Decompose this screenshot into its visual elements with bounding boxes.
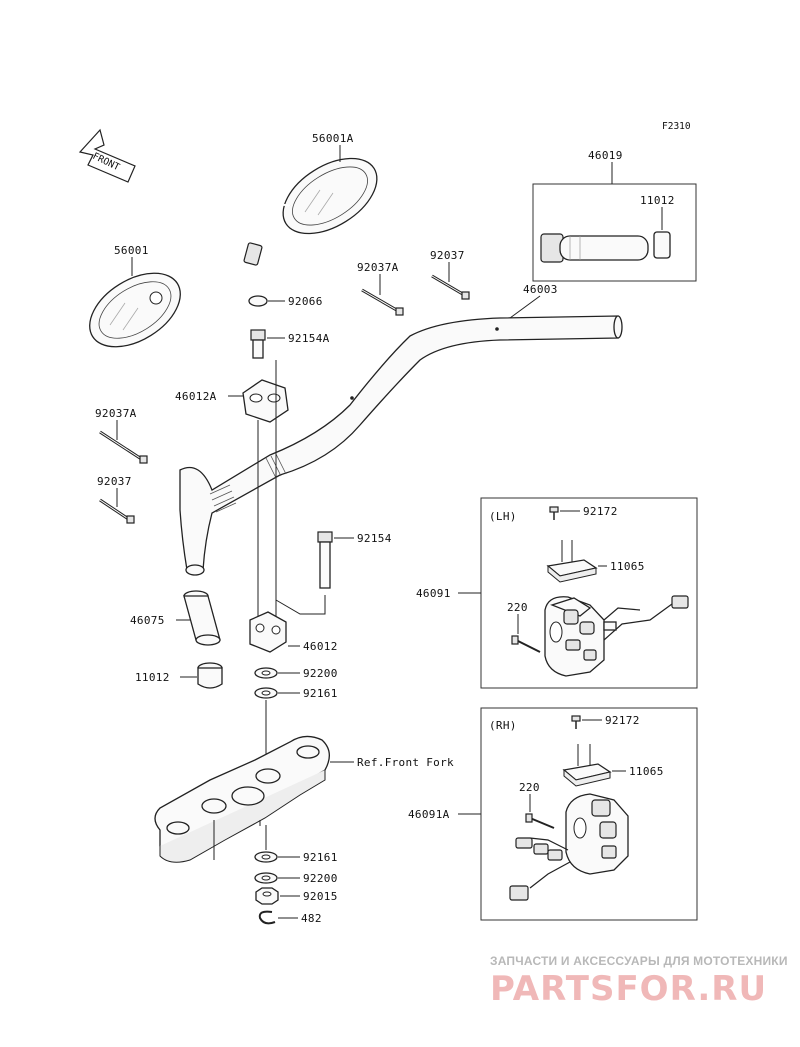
label-46003: 46003 xyxy=(523,283,558,296)
label-11065-rh: 11065 xyxy=(629,765,664,778)
nut-92015 xyxy=(255,887,279,905)
grip-box xyxy=(532,183,697,282)
figure-code: F2310 xyxy=(662,121,691,132)
label-11012-left: 11012 xyxy=(135,671,170,684)
label-92172-rh: 92172 xyxy=(605,714,640,727)
mirror-right xyxy=(243,157,378,266)
screw-92172-rh xyxy=(571,715,581,729)
label-92037-top: 92037 xyxy=(430,249,465,262)
clip-482 xyxy=(258,910,276,925)
screw-220-lh xyxy=(511,635,541,653)
cap-92066 xyxy=(248,295,268,307)
label-92015: 92015 xyxy=(303,890,338,903)
label-92161-a: 92161 xyxy=(303,687,338,700)
watermark-logo: PARTSFOR.RU xyxy=(490,969,767,1009)
label-ref-front-fork: Ref.Front Fork xyxy=(357,756,454,769)
label-92200-b: 92200 xyxy=(303,872,338,885)
bolt-92154A xyxy=(250,329,266,359)
plate-11065-rh xyxy=(562,763,612,787)
label-46012: 46012 xyxy=(303,640,338,653)
bar-end-11012 xyxy=(197,662,223,689)
cable-tie-92037A-left xyxy=(99,430,148,464)
label-92200-a: 92200 xyxy=(303,667,338,680)
label-92037A-left: 92037A xyxy=(95,407,137,420)
label-92154A: 92154A xyxy=(288,332,330,345)
label-56001: 56001 xyxy=(114,244,149,257)
switch-housing-lh xyxy=(544,595,689,677)
switch-housing-rh xyxy=(509,793,629,901)
rh-box-label: (RH) xyxy=(489,719,517,732)
label-92172-lh: 92172 xyxy=(583,505,618,518)
label-482: 482 xyxy=(301,912,322,925)
mirror-left xyxy=(89,272,181,348)
handlebar xyxy=(179,315,623,576)
label-92066: 92066 xyxy=(288,295,323,308)
screw-220-rh xyxy=(525,813,555,829)
label-11012-top: 11012 xyxy=(640,194,675,207)
holder-46012A xyxy=(242,379,289,423)
label-92154: 92154 xyxy=(357,532,392,545)
bolt-92154 xyxy=(317,531,333,589)
screw-92172-lh xyxy=(549,506,559,520)
label-46075: 46075 xyxy=(130,614,165,627)
label-56001A: 56001A xyxy=(312,132,354,145)
cable-tie-92037A-top xyxy=(361,288,404,316)
cable-tie-92037-left xyxy=(99,498,135,524)
label-92037A-top: 92037A xyxy=(357,261,399,274)
label-46019: 46019 xyxy=(588,149,623,162)
label-46091: 46091 xyxy=(416,587,451,600)
throttle-grip xyxy=(540,231,671,263)
grip-46075 xyxy=(183,590,221,646)
label-92161-b: 92161 xyxy=(303,851,338,864)
holder-46012 xyxy=(249,611,287,653)
cable-tie-92037-top xyxy=(431,274,470,300)
label-92037-left: 92037 xyxy=(97,475,132,488)
label-220-rh: 220 xyxy=(519,781,540,794)
label-46091A: 46091A xyxy=(408,808,450,821)
label-11065-lh: 11065 xyxy=(610,560,645,573)
upper-triple-clamp xyxy=(154,735,330,863)
label-220-lh: 220 xyxy=(507,601,528,614)
plate-11065-lh xyxy=(546,559,598,583)
label-46012A: 46012A xyxy=(175,390,217,403)
front-arrow-icon: FRONT xyxy=(78,128,136,183)
lh-box-label: (LH) xyxy=(489,510,517,523)
watermark-caption: ЗАПЧАСТИ И АКСЕССУАРЫ ДЛЯ МОТОТЕХНИКИ xyxy=(490,954,788,968)
